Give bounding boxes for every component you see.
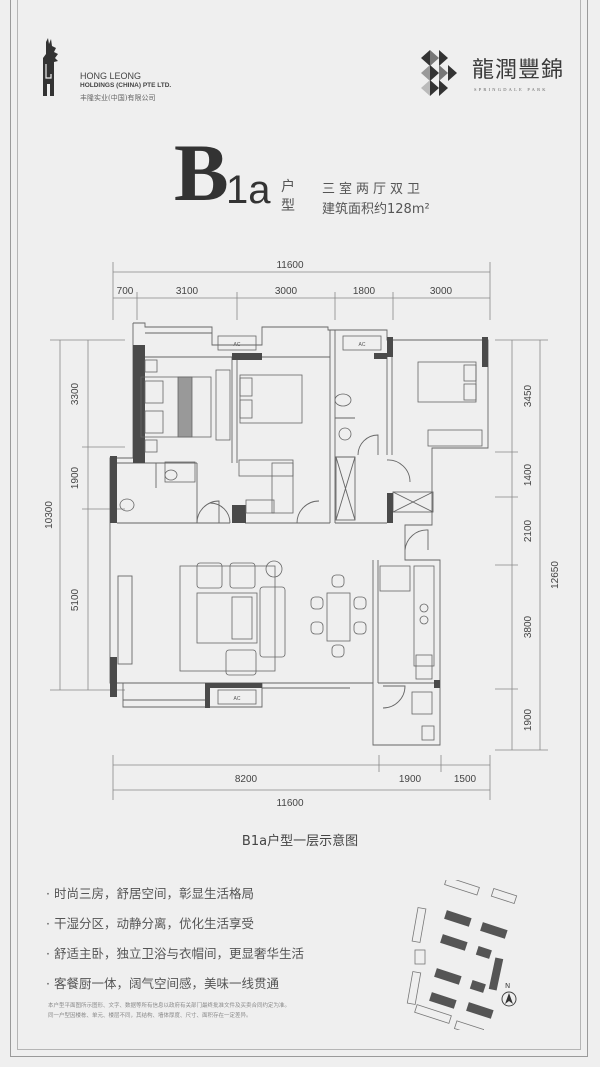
project-name-en: SPRINGDALE PARK [474,87,548,92]
sofa [259,586,286,658]
dim-right-1: 3450 [523,384,534,407]
dining-table [326,592,351,642]
disclaimer-line: 同一户型因楼栋、单元、楼层不同，其结构、墙体厚度、尺寸、面积存在一定差异。 [48,1013,252,1019]
feature-item: · 干湿分区，动静分离，优化生活享受 [46,916,254,931]
dim-left-2: 1900 [70,466,81,489]
floor-plan-caption: B1a户型一层示意图 [241,834,359,849]
hong-leong-dragon-logo [43,38,58,96]
dim-bottom-3: 1500 [454,774,477,785]
outer-frame [10,0,588,1057]
dim-right-5: 1900 [523,708,534,731]
dim-right-4: 3800 [523,615,534,638]
basin [338,427,352,441]
dim-right-2: 1400 [523,463,534,486]
dim-left-total: 10300 [44,501,55,529]
dim-left-3: 5100 [70,588,81,611]
project-name: 龍潤豐錦 [472,58,565,83]
master-bed [140,376,212,438]
dim-right-3: 2100 [523,519,534,542]
wall-outlines [109,322,489,746]
dim-right-total: 12650 [550,561,561,589]
ac-label-2: AC [359,342,366,348]
ac-label-1: AC [234,342,241,348]
dim-left-1: 3300 [70,382,81,405]
structural-walls [110,337,488,708]
dim-bottom-total: 11600 [276,798,304,809]
dim-top-1: 700 [117,286,134,297]
dimension-labels: 11600 700 3100 3000 1800 3000 10300 3300… [44,260,561,809]
feature-item: · 舒适主卧，独立卫浴与衣帽间，更显奢华生活 [46,946,304,961]
project-triangle-logo [421,50,457,96]
room-layout: 三室两厅双卫 [322,182,425,197]
feature-item: · 客餐厨一体，阔气空间感，美味一线贯通 [46,976,279,991]
north-label: N [505,982,511,990]
furniture [119,359,483,741]
ac-label-3: AC [234,696,241,702]
north-compass-icon [501,991,517,1007]
developer-name-full: HOLDINGS (CHINA) PTE LTD. [80,82,172,89]
unit-type-xing: 型 [281,198,295,214]
developer-name: HONG LEONG [80,71,142,81]
dim-top-5: 3000 [430,286,453,297]
unit-type-hu: 户 [281,179,295,195]
site-plan [406,880,518,1030]
feature-item: · 时尚三房，舒居空间，彰显生活格局 [46,886,254,901]
ac-units: AC AC AC [217,335,382,705]
building-area: 建筑面积约128m² [322,202,430,217]
dim-top-2: 3100 [176,286,199,297]
unit-type-letter: B [174,127,229,218]
dim-top-3: 3000 [275,286,298,297]
dim-top-4: 1800 [353,286,376,297]
dim-top-total: 11600 [276,260,304,271]
dim-bottom-1: 8200 [235,774,258,785]
inner-frame [17,0,581,1050]
developer-name-cn: 丰隆实业(中国)有限公司 [80,94,156,102]
dim-bottom-2: 1900 [399,774,422,785]
third-bed [417,361,477,403]
second-bed [239,374,303,424]
unit-type-suffix: 1a [226,168,271,212]
floor-plan: 11600 700 3100 3000 1800 3000 10300 3300… [44,260,561,809]
toilet [334,393,352,407]
toilet-2 [119,498,135,512]
dimension-lines [50,262,548,800]
disclaimer-line: 本户型平面图所示图形、文字、数据等所有信息以政府有关部门最终批准文件及买卖合同约… [48,1003,291,1009]
rug [179,565,276,672]
